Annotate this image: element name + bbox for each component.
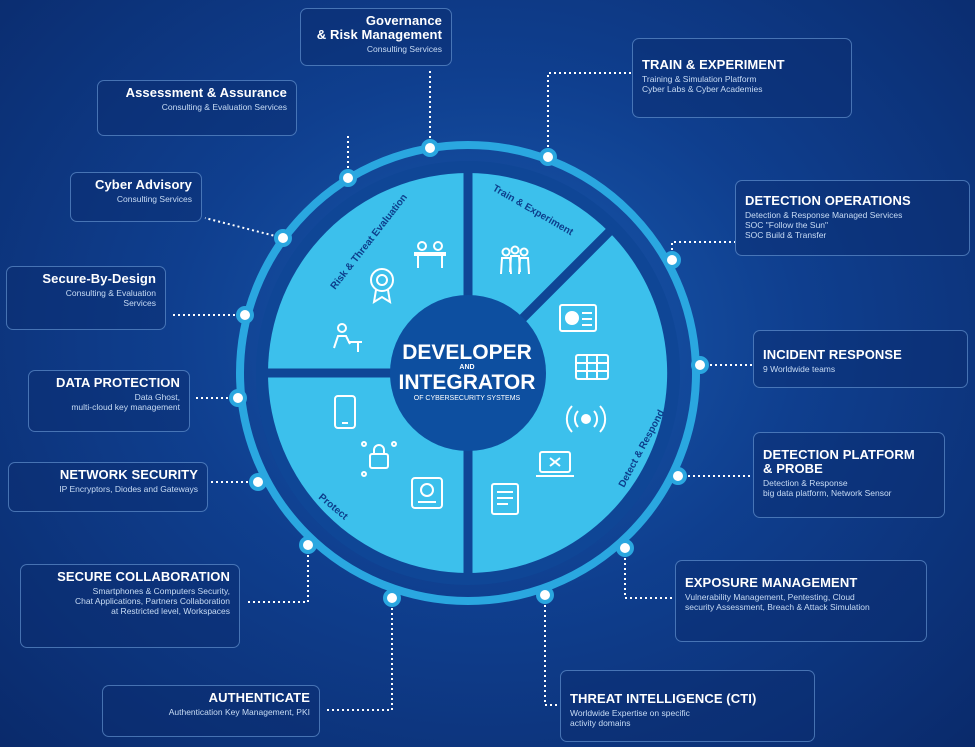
box-train-experiment: TRAIN & EXPERIMENT Training & Simulation… — [632, 38, 852, 118]
node-advisory — [274, 229, 292, 247]
box-detection-operations: DETECTION OPERATIONS Detection & Respons… — [735, 180, 970, 256]
box-train-sub: Training & Simulation Platform Cyber Lab… — [642, 74, 763, 94]
connector-cti — [544, 595, 560, 706]
box-secure-collaboration: SECURE COLLABORATION Smartphones & Compu… — [20, 564, 240, 648]
monitor-grid-icon — [575, 354, 609, 380]
report-document-icon — [491, 483, 519, 515]
center-line4: OF CYBERSECURITY SYSTEMS — [413, 395, 521, 402]
center-line1: DEVELOPER — [402, 341, 532, 364]
box-data-protection: DATA PROTECTION Data Ghost, multi-cloud … — [28, 370, 190, 432]
node-detection-ops — [663, 251, 681, 269]
box-ns-sub: IP Encryptors, Diodes and Gateways — [59, 484, 198, 494]
award-badge-icon — [370, 268, 394, 305]
node-train — [539, 148, 557, 166]
box-dp-sub: Data Ghost, multi-cloud key management — [71, 392, 180, 412]
box-dops-sub: Detection & Response Managed Services SO… — [745, 210, 903, 240]
connector-authenticate — [325, 598, 393, 711]
box-governance-title: Governance & Risk Management — [316, 13, 442, 42]
node-detection-platform — [669, 467, 687, 485]
dashboard-chart-icon — [559, 304, 597, 332]
connector-secure-collab — [245, 545, 309, 603]
box-auth-sub: Authentication Key Management, PKI — [168, 707, 310, 717]
box-exp-sub: Vulnerability Management, Pentesting, Cl… — [685, 592, 870, 612]
connector-train — [547, 72, 632, 157]
box-advisory-title: Cyber Advisory — [94, 177, 192, 192]
box-auth-title: AUTHENTICATE — [208, 690, 310, 705]
box-threat-intelligence: THREAT INTELLIGENCE (CTI) Worldwide Expe… — [560, 670, 815, 742]
box-ir-title: INCIDENT RESPONSE — [763, 347, 902, 362]
box-advisory-sub: Consulting Services — [116, 194, 192, 204]
box-secure-by-design: Secure-By-Design Consulting & Evaluation… — [6, 266, 166, 330]
box-network-security: NETWORK SECURITY IP Encryptors, Diodes a… — [8, 462, 208, 512]
box-incident-response: INCIDENT RESPONSE 9 Worldwide teams — [753, 330, 968, 388]
box-sbd-title: Secure-By-Design — [42, 271, 156, 286]
box-detection-platform: DETECTION PLATFORM & PROBE Detection & R… — [753, 432, 945, 518]
node-secure-collab — [299, 536, 317, 554]
laptop-alert-icon — [536, 451, 574, 477]
node-assessment — [339, 169, 357, 187]
box-cyber-advisory: Cyber Advisory Consulting Services — [70, 172, 202, 222]
box-dplat-sub: Detection & Response big data platform, … — [763, 478, 892, 498]
connector-advisory — [204, 217, 284, 239]
box-dops-title: DETECTION OPERATIONS — [745, 193, 911, 208]
node-exposure — [616, 539, 634, 557]
box-governance-sub: Consulting Services — [366, 44, 442, 54]
core-circle — [390, 295, 546, 451]
box-train-title: TRAIN & EXPERIMENT — [642, 57, 785, 72]
center-line2: AND — [459, 364, 475, 371]
box-governance: Governance & Risk Management Consulting … — [300, 8, 452, 66]
meeting-icon — [414, 241, 446, 268]
box-dp-title: DATA PROTECTION — [55, 375, 180, 390]
box-assessment-sub: Consulting & Evaluation Services — [161, 102, 287, 112]
box-sc-sub: Smartphones & Computers Security, Chat A… — [75, 586, 230, 616]
smartphone-icon — [334, 395, 356, 429]
box-cti-title: THREAT INTELLIGENCE (CTI) — [570, 691, 757, 706]
ring-nodes — [229, 139, 709, 607]
box-authenticate: AUTHENTICATE Authentication Key Manageme… — [102, 685, 320, 737]
center-title: DEVELOPER AND INTEGRATOR OF CYBERSECURIT… — [392, 342, 542, 403]
box-exposure-management: EXPOSURE MANAGEMENT Vulnerability Manage… — [675, 560, 927, 642]
person-at-desk-icon — [333, 323, 362, 352]
box-dplat-title: DETECTION PLATFORM & PROBE — [763, 447, 915, 476]
node-data-protection — [229, 389, 247, 407]
box-exp-title: EXPOSURE MANAGEMENT — [685, 575, 858, 590]
box-assessment-title: Assessment & Assurance — [125, 85, 287, 100]
node-secure-by-design — [236, 306, 254, 324]
team-icon — [500, 245, 530, 275]
wireless-signal-icon — [565, 405, 607, 433]
connector-exposure — [624, 548, 675, 599]
box-assessment: Assessment & Assurance Consulting & Eval… — [97, 80, 297, 136]
center-line3: INTEGRATOR — [398, 371, 536, 394]
box-cti-sub: Worldwide Expertise on specific activity… — [570, 708, 690, 728]
box-sc-title: SECURE COLLABORATION — [57, 569, 230, 584]
box-ir-sub: 9 Worldwide teams — [763, 364, 836, 374]
node-cti — [536, 586, 554, 604]
node-governance — [421, 139, 439, 157]
node-authenticate — [383, 589, 401, 607]
box-sbd-sub: Consulting & Evaluation Services — [65, 288, 156, 308]
node-incident — [691, 356, 709, 374]
node-network-security — [249, 473, 267, 491]
mobile-hand-icon — [411, 477, 443, 509]
connector-lines — [170, 70, 753, 711]
box-ns-title: NETWORK SECURITY — [59, 467, 198, 482]
connector-detection-ops — [671, 241, 735, 260]
network-lock-icon — [361, 441, 397, 477]
